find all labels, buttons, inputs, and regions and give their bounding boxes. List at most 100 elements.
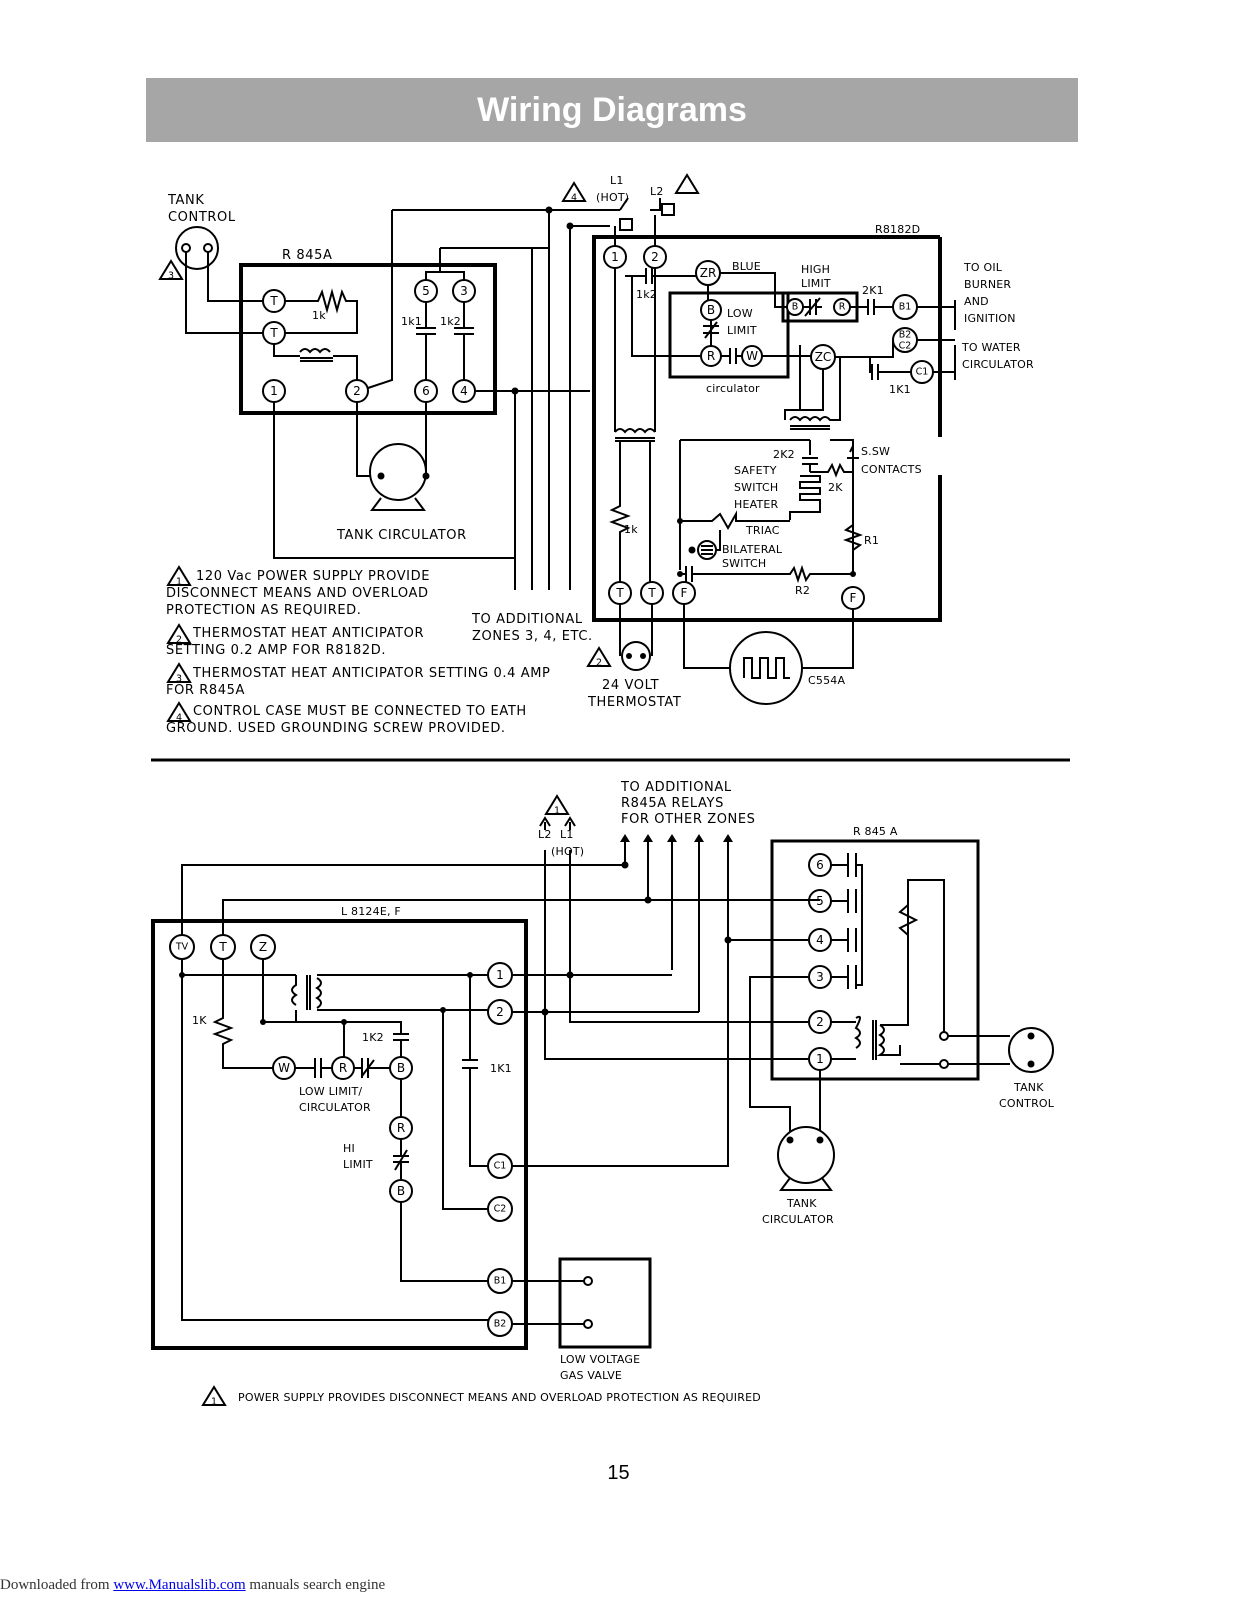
svg-text:(HOT): (HOT) xyxy=(551,845,584,858)
page-title: Wiring Diagrams xyxy=(477,91,747,129)
notes-top: 1 120 Vac POWER SUPPLY PROVIDE DISCONNEC… xyxy=(166,566,550,736)
svg-text:1: 1 xyxy=(611,250,619,264)
svg-text:F: F xyxy=(850,591,857,605)
c554a-sensor: C554A xyxy=(683,604,854,705)
r845a-box-bottom xyxy=(770,839,980,1081)
svg-text:TV: TV xyxy=(175,942,189,953)
svg-text:R2: R2 xyxy=(795,584,810,597)
svg-text:W: W xyxy=(278,1061,290,1075)
svg-text:B2: B2 xyxy=(899,330,912,341)
svg-text:F: F xyxy=(681,586,688,600)
svg-text:GAS VALVE: GAS VALVE xyxy=(560,1369,622,1382)
svg-text:AND: AND xyxy=(964,295,989,308)
svg-text:T: T xyxy=(615,586,624,600)
svg-text:C2: C2 xyxy=(494,1204,507,1215)
svg-text:TO ADDITIONAL: TO ADDITIONAL xyxy=(620,780,732,795)
svg-text:5: 5 xyxy=(422,284,430,298)
svg-text:SWITCH: SWITCH xyxy=(734,481,778,494)
svg-text:4: 4 xyxy=(571,193,577,204)
svg-text:B2: B2 xyxy=(494,1319,507,1330)
svg-text:2: 2 xyxy=(353,384,361,398)
svg-text:THERMOSTAT HEAT ANTICIPATOR: THERMOSTAT HEAT ANTICIPATOR xyxy=(192,626,424,641)
svg-text:24 VOLT: 24 VOLT xyxy=(602,678,659,693)
svg-text:ZONES 3, 4, ETC.: ZONES 3, 4, ETC. xyxy=(472,629,593,644)
svg-text:T: T xyxy=(269,326,278,340)
svg-text:4: 4 xyxy=(816,933,824,947)
tank-circulator-top: TANK CIRCULATOR xyxy=(336,402,466,543)
svg-text:GROUND. USED GROUNDING SCREW: GROUND. USED GROUNDING SCREW PROVIDED. xyxy=(166,721,506,736)
svg-text:CONTROL: CONTROL xyxy=(168,210,236,225)
svg-text:T: T xyxy=(269,294,278,308)
manualslib-link[interactable]: www.Manualslib.com xyxy=(113,1577,246,1593)
svg-text:R 845 A: R 845 A xyxy=(853,825,898,838)
svg-text:B: B xyxy=(707,303,715,317)
svg-text:B: B xyxy=(397,1184,405,1198)
svg-text:2: 2 xyxy=(496,1005,504,1019)
svg-text:B: B xyxy=(792,302,799,313)
svg-text:CIRCULATOR: CIRCULATOR xyxy=(762,1213,834,1226)
svg-text:1: 1 xyxy=(554,806,560,817)
svg-text:FOR OTHER ZONES: FOR OTHER ZONES xyxy=(621,812,756,827)
svg-text:CONTROL CASE MUST BE CONNECTED: CONTROL CASE MUST BE CONNECTED TO EATH xyxy=(193,704,527,719)
svg-text:LOW: LOW xyxy=(727,307,753,320)
svg-text:HEATER: HEATER xyxy=(734,498,779,511)
svg-text:L 8124E, F: L 8124E, F xyxy=(341,905,401,918)
svg-text:HI: HI xyxy=(343,1142,355,1155)
r8182d-box xyxy=(592,235,942,622)
title-banner: Wiring Diagrams xyxy=(146,78,1078,142)
low-limit-box xyxy=(668,291,790,379)
r845a-box-top xyxy=(239,263,497,415)
power-supply-top: 4 L1 (HOT) L2 xyxy=(562,174,699,231)
svg-text:IGNITION: IGNITION xyxy=(964,312,1016,325)
svg-text:1k: 1k xyxy=(312,309,326,322)
diagram-bottom: TO ADDITIONAL R845A RELAYS FOR OTHER ZON… xyxy=(151,780,1055,1408)
svg-text:1k2: 1k2 xyxy=(440,315,461,328)
footer-prefix: Downloaded from xyxy=(0,1577,114,1593)
svg-text:CIRCULATOR: CIRCULATOR xyxy=(299,1101,371,1114)
svg-text:1K: 1K xyxy=(192,1014,207,1027)
svg-text:1k1: 1k1 xyxy=(401,315,422,328)
svg-text:BURNER: BURNER xyxy=(964,278,1011,291)
svg-text:L1: L1 xyxy=(610,174,624,187)
svg-text:SAFETY: SAFETY xyxy=(734,464,777,477)
svg-text:(HOT): (HOT) xyxy=(596,191,629,204)
svg-text:B1: B1 xyxy=(899,302,912,313)
svg-text:ZR: ZR xyxy=(700,266,717,280)
svg-text:4: 4 xyxy=(176,713,182,724)
svg-text:L2: L2 xyxy=(538,828,552,841)
svg-text:LIMIT: LIMIT xyxy=(801,277,831,290)
svg-text:2: 2 xyxy=(651,250,659,264)
thermostat-24v: 2 24 VOLT THERMOSTAT xyxy=(587,604,681,710)
svg-text:R: R xyxy=(397,1121,405,1135)
svg-text:ZC: ZC xyxy=(815,350,832,364)
svg-text:CONTACTS: CONTACTS xyxy=(861,463,922,476)
svg-text:PROTECTION AS REQUIRED.: PROTECTION AS REQUIRED. xyxy=(166,603,362,618)
svg-text:B: B xyxy=(397,1061,405,1075)
svg-text:C554A: C554A xyxy=(808,674,845,687)
svg-text:C1: C1 xyxy=(494,1161,507,1172)
footer-suffix: manuals search engine xyxy=(245,1577,386,1593)
svg-text:3: 3 xyxy=(816,970,824,984)
svg-text:T: T xyxy=(218,940,227,954)
svg-text:2: 2 xyxy=(596,658,602,669)
svg-text:TO ADDITIONAL: TO ADDITIONAL xyxy=(471,612,583,627)
r845a-label-top: R 845A xyxy=(282,248,332,263)
svg-text:2: 2 xyxy=(816,1015,824,1029)
svg-text:2K1: 2K1 xyxy=(862,284,884,297)
svg-text:6: 6 xyxy=(816,858,824,872)
svg-text:C2: C2 xyxy=(899,341,912,352)
svg-text:SETTING 0.2 AMP FOR R8182D.: SETTING 0.2 AMP FOR R8182D. xyxy=(166,643,386,658)
svg-text:TANK: TANK xyxy=(1013,1081,1044,1094)
svg-text:circulator: circulator xyxy=(706,382,760,395)
svg-text:6: 6 xyxy=(422,384,430,398)
svg-text:T: T xyxy=(647,586,656,600)
svg-text:BLUE: BLUE xyxy=(732,260,761,273)
svg-text:1: 1 xyxy=(211,1397,217,1408)
svg-text:L2: L2 xyxy=(650,185,664,198)
gas-valve: LOW VOLTAGE GAS VALVE xyxy=(512,1257,652,1382)
svg-text:POWER SUPPLY PROVIDES DISCONNE: POWER SUPPLY PROVIDES DISCONNECT MEANS A… xyxy=(238,1391,761,1404)
diagram-top: TANK CONTROL 3 R 845A T T 1 2 5 3 6 4 1k xyxy=(159,174,1034,736)
svg-text:1: 1 xyxy=(270,384,278,398)
svg-text:1: 1 xyxy=(176,577,182,588)
svg-text:R1: R1 xyxy=(864,534,879,547)
